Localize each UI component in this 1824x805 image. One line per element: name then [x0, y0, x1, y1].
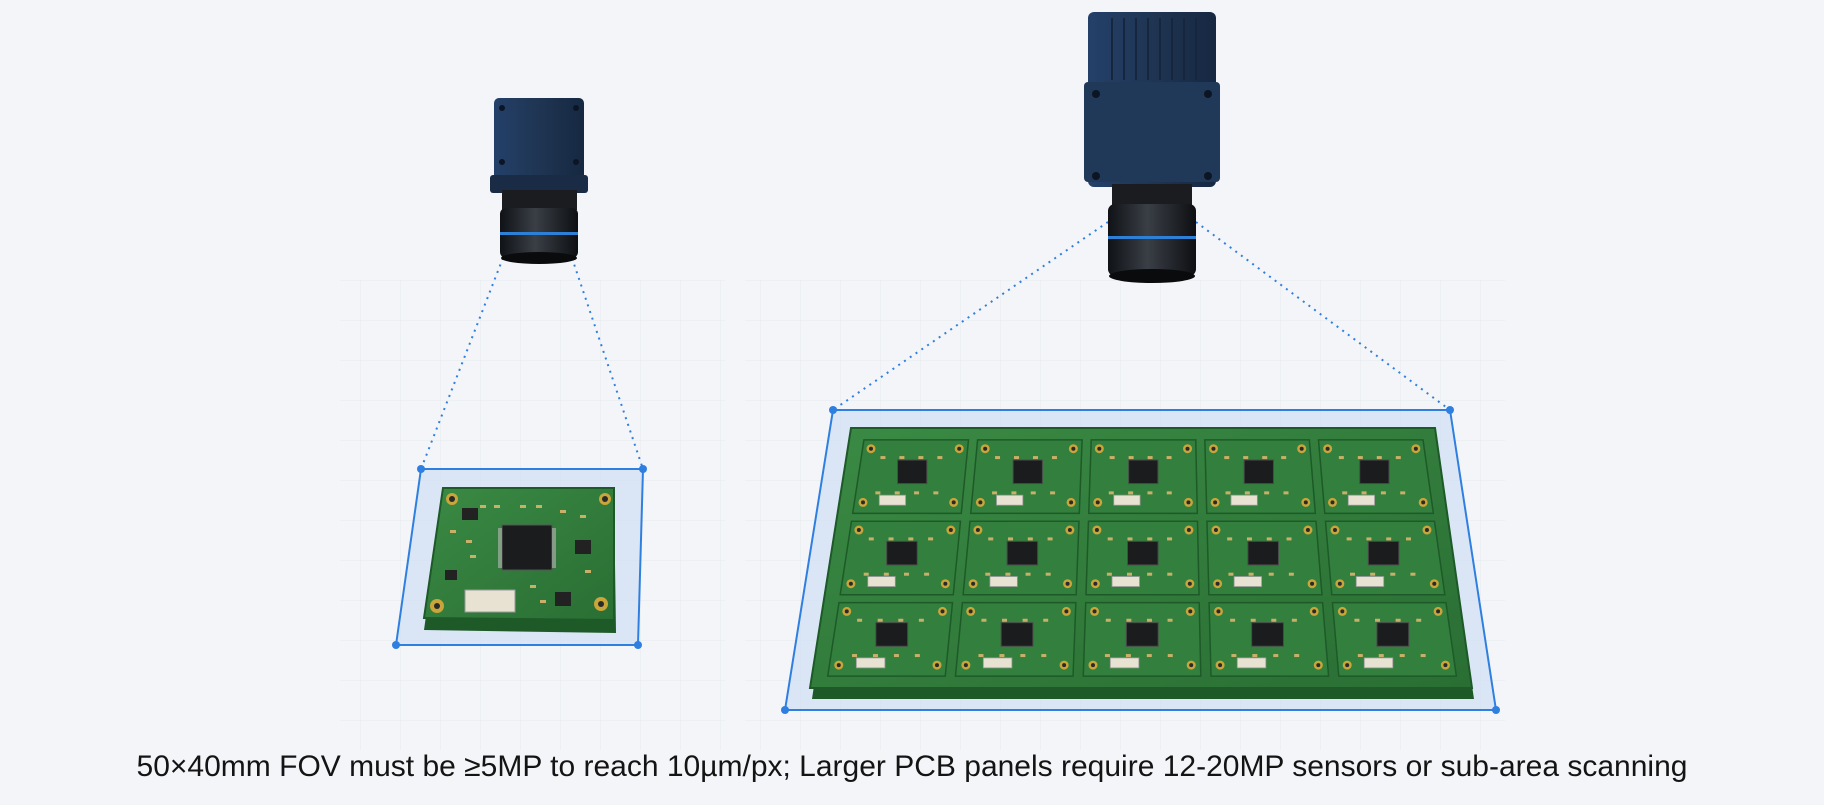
large-fov-scene — [781, 12, 1500, 714]
large-camera-icon — [1084, 12, 1220, 283]
fov-corner — [634, 641, 642, 649]
pcb-sub-board — [1208, 601, 1330, 677]
pcb-sub-board — [826, 601, 954, 677]
fov-corner — [417, 465, 425, 473]
fov-corner — [781, 706, 789, 714]
pcb-sub-board — [1331, 601, 1458, 677]
pcb-sub-board — [954, 601, 1077, 677]
pcb-sub-board — [1206, 520, 1323, 596]
fov-corner — [1446, 406, 1454, 414]
pcb-sub-board — [962, 520, 1080, 596]
fov-corner — [392, 641, 400, 649]
pcb-sub-board — [1324, 520, 1446, 596]
pcb-sub-board — [1204, 439, 1317, 515]
fov-corner — [1492, 706, 1500, 714]
pcb-sub-board — [839, 520, 962, 596]
fov-corner — [829, 406, 837, 414]
pcb-sub-board — [1082, 601, 1202, 677]
pcb-sub-board — [851, 439, 970, 515]
pcb-sub-board — [1087, 439, 1199, 515]
pcb-sub-board — [1317, 439, 1435, 515]
caption-text: 50×40mm FOV must be ≥5MP to reach 10µm/p… — [136, 750, 1688, 783]
pcb-sub-board — [1085, 520, 1200, 596]
pcb-panel — [808, 427, 1474, 699]
fov-ray-left — [420, 257, 504, 470]
small-camera-icon — [490, 98, 588, 264]
pcb-board-single — [422, 487, 616, 633]
fov-corner — [639, 465, 647, 473]
pcb-sub-board — [969, 439, 1083, 515]
small-fov-scene — [392, 98, 647, 649]
